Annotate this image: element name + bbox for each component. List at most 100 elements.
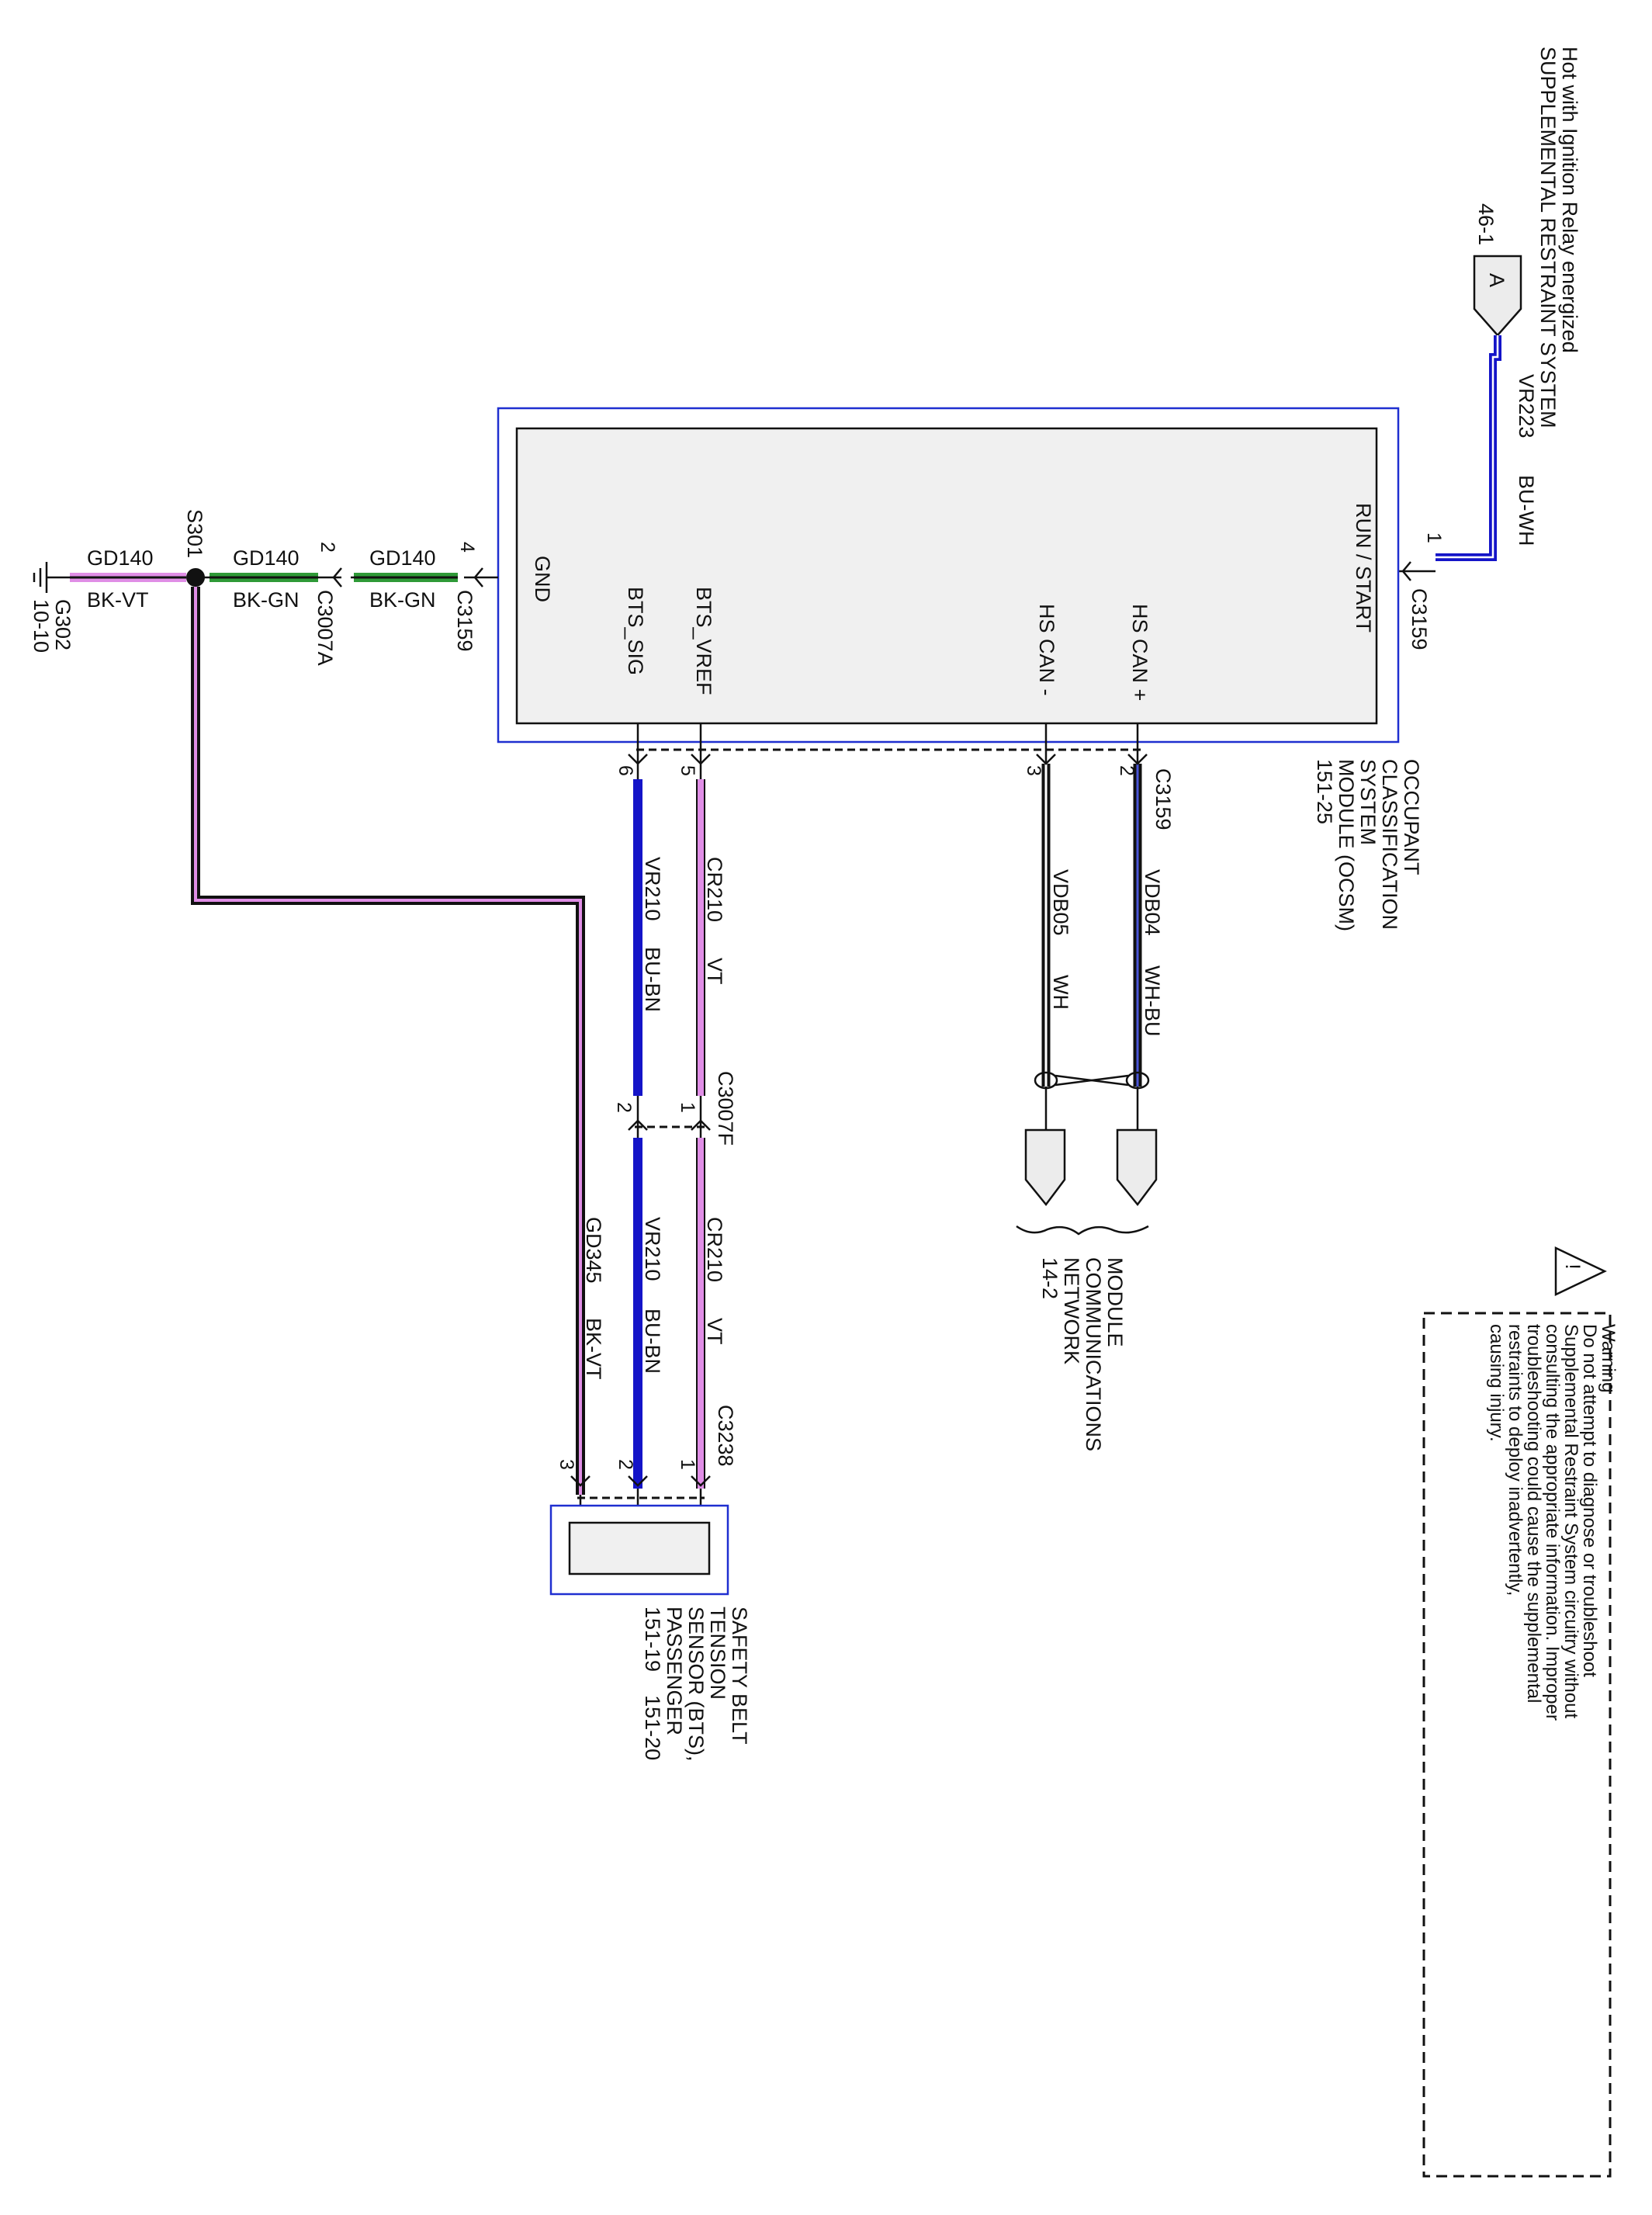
bts-vref-pin-arrow-icon <box>691 754 711 765</box>
bts-sensor <box>549 1504 729 1596</box>
gnd-wire3-circuit: GD140 <box>87 546 154 570</box>
svg-text:SYSTEM: SYSTEM <box>1356 759 1380 845</box>
c3238-pin-arrow-icon <box>628 1475 648 1487</box>
svg-text:SAFETY BELT: SAFETY BELT <box>728 1607 751 1745</box>
c3007f-pin-2: 2 <box>613 1102 635 1113</box>
svg-text:14-2: 14-2 <box>1038 1257 1062 1299</box>
gnd-pin-number: 4 <box>456 542 478 553</box>
power-wire-circuit: VR223 <box>1515 374 1538 438</box>
warning-triangle-icon: ! <box>1554 1246 1607 1296</box>
gnd345-color: BK-VT <box>582 1318 605 1380</box>
c3007f-connector-label: C3007F <box>714 1071 737 1146</box>
power-source-ref: 46-1 <box>1474 203 1498 245</box>
gnd345-circuit: GD345 <box>582 1217 605 1284</box>
bts-sig-pin-number: 6 <box>615 765 636 776</box>
bts-sig-color: BU-BN <box>641 947 664 1012</box>
c3007a-pin-arrow-icon <box>332 567 342 588</box>
c3238-pin-arrow-icon <box>691 1475 711 1487</box>
gnd-connector-label: C3159 <box>453 590 476 652</box>
c3238-pin-3: 3 <box>556 1459 577 1470</box>
warning-text-line: Do not attempt to diagnose or troublesho… <box>1579 1324 1600 1677</box>
gnd-wire3-color: BK-VT <box>87 588 149 612</box>
can-connector-label: C3159 <box>1152 768 1175 830</box>
power-pin-number: 1 <box>1423 532 1445 543</box>
svg-text:10-10: 10-10 <box>29 599 53 653</box>
svg-text:G302: G302 <box>51 599 74 650</box>
can-plus-color: WH-BU <box>1141 965 1164 1036</box>
warning-title: Warning <box>1598 1324 1619 1392</box>
power-wire-color: BU-WH <box>1515 475 1538 546</box>
svg-text:MODULE: MODULE <box>1103 1257 1127 1347</box>
c3238-pin-1: 1 <box>677 1459 698 1470</box>
pin-label-gnd: GND <box>531 556 554 602</box>
power-source-connector-icon: A <box>1473 255 1522 337</box>
can-plus-circuit: VDB04 <box>1141 869 1164 936</box>
warning-text-line: troubleshooting could cause the suppleme… <box>1523 1324 1544 1703</box>
brace-icon <box>1016 1225 1149 1236</box>
pin-label-bts-sig: BTS_SIG <box>624 587 647 675</box>
ocsm-module <box>497 407 1400 744</box>
gnd-wire2-circuit: GD140 <box>233 546 300 570</box>
splice-label: S301 <box>183 509 206 558</box>
svg-text:TENSION: TENSION <box>706 1607 729 1700</box>
bts-vref-color: VT <box>703 958 726 985</box>
bts-vref-circuit: CR210 <box>703 857 726 922</box>
pin-label-hs-can-minus: HS CAN - <box>1035 604 1058 696</box>
can-minus-connector-icon <box>1024 1128 1066 1207</box>
ground-label: G302 10-10 <box>29 599 74 653</box>
c3007f-pin-1: 1 <box>677 1102 698 1113</box>
svg-text:MODULE (OCSM): MODULE (OCSM) <box>1335 759 1358 931</box>
warning-box: Warning Do not attempt to diagnose or tr… <box>1422 1312 1619 2178</box>
can-plus-pin-arrow-icon <box>1127 754 1148 765</box>
gnd-wire2-color: BK-GN <box>233 588 300 612</box>
ocsm-module-name: OCCUPANT CLASSIFICATION SYSTEM MODULE (O… <box>1313 759 1423 931</box>
svg-text:Hot with Ignition Relay energi: Hot with Ignition Relay energized <box>1558 47 1581 353</box>
svg-text:SENSOR (BTS),: SENSOR (BTS), <box>684 1607 708 1762</box>
pin-label-bts-vref: BTS_VREF <box>692 587 715 695</box>
can-minus-circuit: VDB05 <box>1049 869 1072 936</box>
can-minus-color: WH <box>1049 975 1072 1010</box>
network-label: MODULE COMMUNICATIONS NETWORK 14-2 <box>1038 1257 1127 1451</box>
bts-sig-pin-arrow-icon <box>628 754 648 765</box>
gnd-pin-arrow-icon <box>473 567 483 588</box>
ground-symbol-icon <box>33 562 48 593</box>
gnd-wire1-color: BK-GN <box>369 588 436 612</box>
svg-text:NETWORK: NETWORK <box>1060 1257 1083 1364</box>
warning-text-line: Supplemental Restraint System circuitry … <box>1560 1324 1581 1719</box>
c3238-pin-arrow-icon <box>570 1475 590 1487</box>
svg-text:!: ! <box>1561 1263 1584 1270</box>
power-pin-arrow-icon <box>1401 561 1411 581</box>
warning-text-line: causing injury. <box>1486 1324 1507 1442</box>
splice-s301 <box>186 568 205 587</box>
pin-label-run-start: RUN / START <box>1352 503 1375 633</box>
bts-sig2-circuit: VR210 <box>641 1217 664 1281</box>
can-wires <box>1034 764 1150 1130</box>
gnd-wire1-circuit: GD140 <box>369 546 436 570</box>
pin-label-hs-can-plus: HS CAN + <box>1128 604 1152 701</box>
bts-sig-circuit: VR210 <box>641 857 664 921</box>
can-minus-pin-number: 3 <box>1023 765 1044 776</box>
c3007a-pin-number: 2 <box>317 542 338 553</box>
sensor-name: SAFETY BELT TENSION SENSOR (BTS), PASSEN… <box>641 1607 751 1762</box>
c3238-connector-label: C3238 <box>714 1405 737 1467</box>
bts-sig2-color: BU-BN <box>641 1309 664 1374</box>
warning-text-line: restraints to deploy inadvertently, <box>1505 1324 1526 1596</box>
svg-text:A: A <box>1485 273 1508 287</box>
power-connector-label: C3159 <box>1408 588 1431 650</box>
ground-wire <box>47 573 498 582</box>
svg-text:COMMUNICATIONS: COMMUNICATIONS <box>1082 1257 1105 1451</box>
warning-text-line: consulting the appropriate information. … <box>1542 1324 1563 1721</box>
bts-vref2-circuit: CR210 <box>703 1217 726 1282</box>
svg-text:SUPPLEMENTAL RESTRAINT SYSTEM: SUPPLEMENTAL RESTRAINT SYSTEM <box>1536 47 1560 428</box>
can-plus-pin-number: 2 <box>1116 765 1138 776</box>
svg-text:151-25: 151-25 <box>1313 759 1336 824</box>
c3007a-connector-label: C3007A <box>313 590 337 666</box>
svg-text:PASSENGER: PASSENGER <box>663 1607 686 1735</box>
can-minus-pin-arrow-icon <box>1036 754 1056 765</box>
power-source-label: Hot with Ignition Relay energized SUPPLE… <box>1536 47 1581 428</box>
svg-text:CLASSIFICATION: CLASSIFICATION <box>1378 759 1401 930</box>
bts-vref2-color: VT <box>703 1318 726 1345</box>
bts-vref-pin-number: 5 <box>677 765 698 776</box>
connector-c3007f <box>628 1119 711 1131</box>
